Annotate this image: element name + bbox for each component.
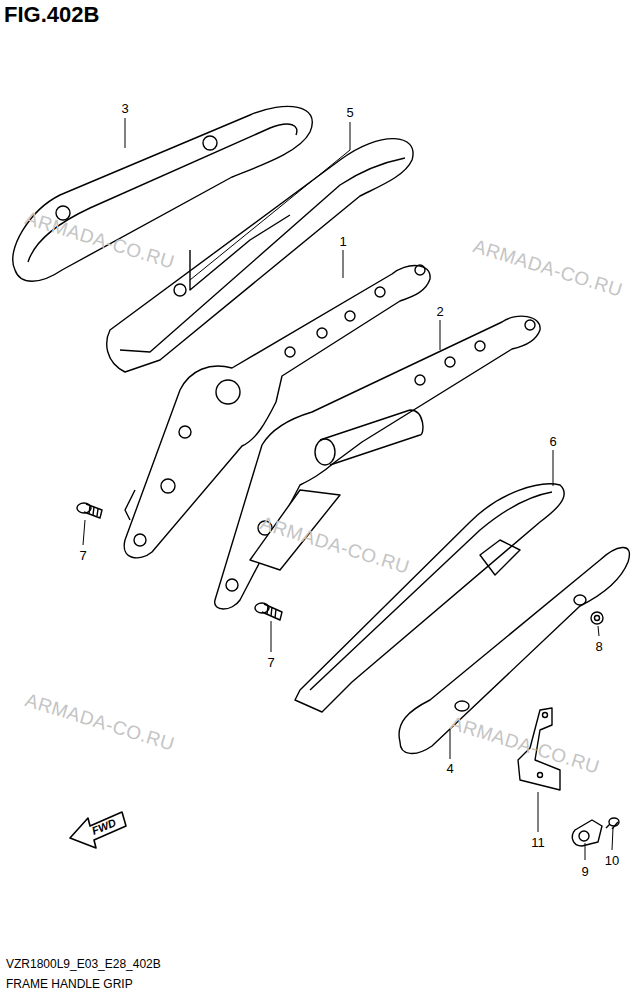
callout-number: 6 <box>548 435 557 448</box>
callout-number: 3 <box>120 102 129 115</box>
screw-7 <box>77 503 102 518</box>
clip-9 <box>572 820 602 846</box>
figure-caption: FRAME HANDLE GRIP <box>6 978 133 990</box>
callout-number: 5 <box>345 106 354 119</box>
figure-code: VZR1800L9_E03_E28_402B <box>6 958 161 970</box>
grip-cover-4 <box>399 547 629 753</box>
callout-number: 7 <box>78 549 87 562</box>
callout-number: 7 <box>266 656 275 669</box>
callout-number: 1 <box>338 235 347 248</box>
callout-number: 4 <box>445 762 454 775</box>
washer-8 <box>591 612 603 624</box>
watermark: ARMADA-CO.RU <box>471 236 625 299</box>
callout-number: 10 <box>604 854 620 867</box>
screw-10 <box>606 818 619 829</box>
callout-number: 2 <box>435 305 444 318</box>
watermark: ARMADA-CO.RU <box>23 690 177 753</box>
screw-7 <box>255 603 282 620</box>
fwd-arrow <box>70 812 126 848</box>
grip-cover-6 <box>295 484 564 712</box>
callout-number: 9 <box>580 865 589 878</box>
frame-handle-2 <box>215 316 540 609</box>
figure-title: FIG.402B <box>4 4 99 26</box>
callout-number: 8 <box>594 640 603 653</box>
callout-number: 11 <box>530 836 546 849</box>
